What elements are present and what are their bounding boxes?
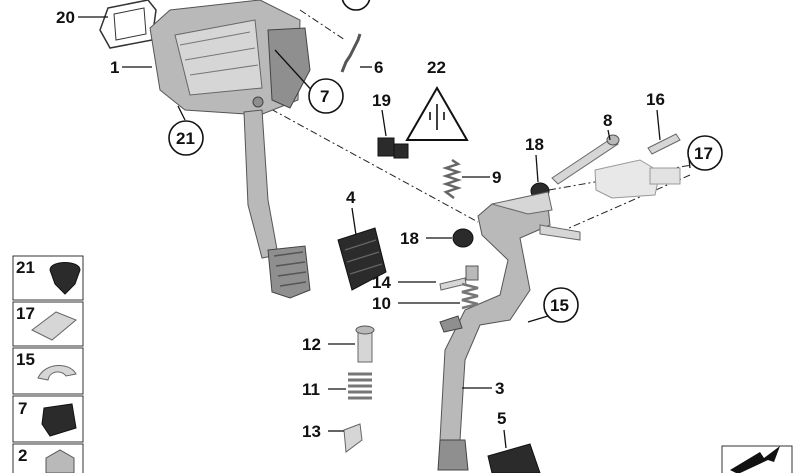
legend-icon-2 <box>45 449 75 473</box>
warning-electric-icon <box>405 85 469 141</box>
label-16: 16 <box>646 90 665 109</box>
label-circles <box>168 0 723 323</box>
label-19: 19 <box>372 91 391 110</box>
legend-icon-15 <box>37 365 77 381</box>
part-labels: 20 1 21 7 6 19 22 16 8 17 18 9 4 18 14 1… <box>56 8 713 441</box>
stud-12-part <box>355 325 375 363</box>
legend-label-7: 7 <box>18 399 27 418</box>
view-arrow-icon <box>721 445 793 473</box>
label-5: 5 <box>497 409 506 428</box>
legend-icon-21 <box>49 262 81 295</box>
legend-icon-17 <box>31 311 77 341</box>
legend-label-17: 17 <box>16 304 35 323</box>
spring-6-part <box>340 33 362 73</box>
label-12: 12 <box>302 335 321 354</box>
pedal-pad-5-part <box>487 443 541 473</box>
assembly-lines <box>257 9 721 233</box>
label-20: 20 <box>56 8 75 27</box>
pedal-lever-part <box>437 191 581 471</box>
spring-9-part <box>442 158 462 199</box>
bolt-14-part <box>439 265 479 291</box>
label-8: 8 <box>603 111 612 130</box>
label-7: 7 <box>320 87 329 106</box>
label-22: 22 <box>427 58 446 77</box>
label-14: 14 <box>372 273 391 292</box>
label-21: 21 <box>176 129 195 148</box>
gasket-part <box>99 0 157 49</box>
label-13: 13 <box>302 422 321 441</box>
bushing-18b-part <box>452 228 474 248</box>
pedal-arm-left-part <box>243 109 311 299</box>
spring-11-part <box>348 372 372 400</box>
label-18a: 18 <box>525 135 544 154</box>
spring-10-part <box>461 282 479 310</box>
label-3: 3 <box>495 379 504 398</box>
label-10: 10 <box>372 294 391 313</box>
label-4: 4 <box>346 188 356 207</box>
legend-label-15: 15 <box>16 350 35 369</box>
legend-label-21: 21 <box>16 258 35 277</box>
parts-legend: 21 17 15 7 2 <box>12 255 84 473</box>
label-6: 6 <box>374 58 383 77</box>
label-11: 11 <box>302 380 320 399</box>
legend-label-2: 2 <box>18 446 27 465</box>
label-17: 17 <box>694 144 713 163</box>
legend-icon-7 <box>41 403 77 437</box>
connector-19-part <box>377 137 409 159</box>
leader-lines <box>78 16 691 449</box>
master-cylinder-part <box>594 159 681 199</box>
pin-16-part <box>647 133 681 155</box>
label-9: 9 <box>492 168 501 187</box>
pedal-pad-4-part <box>337 227 387 291</box>
pedal-bracket-part <box>149 0 311 116</box>
label-1: 1 <box>110 58 119 77</box>
label-15: 15 <box>550 296 569 315</box>
label-18b: 18 <box>400 229 419 248</box>
stud-13-part <box>343 423 363 453</box>
